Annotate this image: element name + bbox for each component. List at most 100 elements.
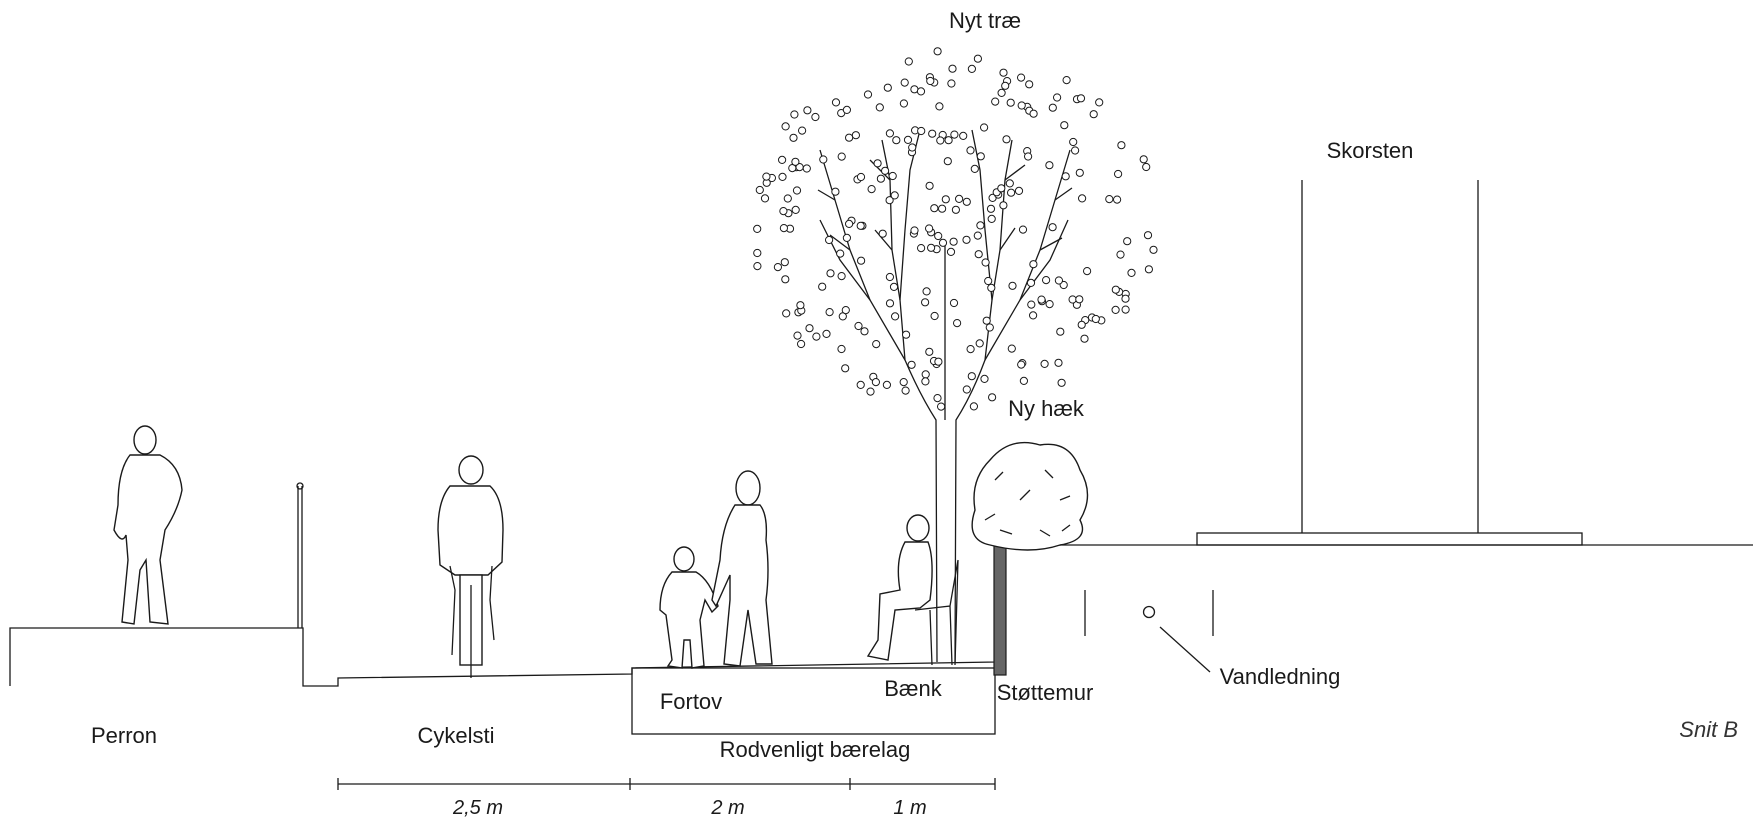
leaf-mark bbox=[866, 387, 875, 396]
leaf-mark bbox=[1029, 109, 1038, 118]
leaf-mark bbox=[873, 159, 882, 168]
leaf-mark bbox=[949, 237, 958, 246]
leaf-mark bbox=[888, 171, 897, 181]
seated-person-on-bench bbox=[866, 514, 959, 666]
leaf-mark bbox=[760, 194, 770, 203]
platform-bollard bbox=[296, 482, 304, 628]
leaf-mark bbox=[1018, 225, 1028, 234]
leaf-mark bbox=[927, 243, 936, 252]
leaf-mark bbox=[930, 311, 939, 321]
leaf-mark bbox=[991, 97, 1000, 106]
water-pipe bbox=[1084, 590, 1214, 673]
leaf-mark bbox=[951, 205, 961, 214]
leaf-mark bbox=[1029, 311, 1038, 320]
leaf-mark bbox=[857, 256, 866, 265]
person-on-platform bbox=[113, 425, 183, 625]
leaf-mark bbox=[981, 258, 990, 267]
leaf-mark bbox=[999, 201, 1008, 210]
cyclist bbox=[437, 455, 504, 678]
label-water-pipe: Vandledning bbox=[1220, 664, 1341, 689]
leaf-mark bbox=[955, 194, 964, 203]
label-bike-path: Cykelsti bbox=[417, 723, 494, 748]
leaf-mark bbox=[1089, 110, 1098, 119]
leaf-mark bbox=[1014, 186, 1024, 195]
leaf-mark bbox=[1007, 344, 1016, 353]
leaf-mark bbox=[811, 112, 820, 122]
leaf-mark bbox=[837, 272, 846, 281]
leaf-mark bbox=[1121, 294, 1130, 303]
leaf-mark bbox=[780, 258, 789, 267]
leaf-mark bbox=[899, 99, 909, 108]
leaf-mark bbox=[845, 133, 854, 142]
tree-foliage bbox=[753, 47, 1158, 411]
leaf-mark bbox=[1080, 334, 1089, 343]
leaf-mark bbox=[934, 357, 943, 366]
leaf-mark bbox=[803, 106, 812, 115]
leaf-mark bbox=[986, 204, 996, 213]
leaf-mark bbox=[885, 129, 895, 138]
leaf-mark bbox=[1053, 93, 1062, 102]
leaf-mark bbox=[1017, 73, 1026, 82]
leaf-mark bbox=[902, 330, 911, 339]
label-chimney: Skorsten bbox=[1327, 138, 1414, 163]
dimension-label-3: 1 m bbox=[893, 797, 926, 819]
leaf-mark bbox=[753, 262, 762, 271]
leaf-mark bbox=[779, 207, 788, 216]
leaf-mark bbox=[937, 402, 946, 411]
leaf-mark bbox=[1019, 376, 1029, 385]
leaf-mark bbox=[985, 323, 994, 332]
leaf-mark bbox=[1127, 268, 1136, 277]
leaf-mark bbox=[1061, 172, 1070, 181]
leaf-mark bbox=[881, 166, 890, 175]
leaf-mark bbox=[882, 380, 892, 389]
leaf-mark bbox=[1139, 155, 1148, 164]
leaf-mark bbox=[933, 394, 942, 403]
leaf-mark bbox=[871, 378, 881, 387]
leaf-mark bbox=[1069, 137, 1078, 147]
leaf-mark bbox=[1008, 281, 1017, 290]
leaf-mark bbox=[969, 402, 979, 411]
leaf-mark bbox=[928, 129, 937, 138]
leaf-mark bbox=[1048, 223, 1057, 232]
leaf-mark bbox=[982, 316, 991, 325]
leaf-mark bbox=[903, 135, 913, 144]
leaf-mark bbox=[984, 276, 993, 286]
leaf-mark bbox=[967, 64, 977, 74]
leaf-mark bbox=[819, 155, 828, 164]
leaf-mark bbox=[975, 339, 984, 348]
leaf-mark bbox=[1095, 98, 1104, 107]
leaf-mark bbox=[841, 306, 850, 315]
leaf-mark bbox=[974, 250, 983, 259]
leaf-mark bbox=[831, 98, 841, 107]
leaf-mark bbox=[999, 68, 1008, 77]
leaf-mark bbox=[796, 301, 805, 310]
label-sidewalk: Fortov bbox=[660, 689, 722, 714]
retaining-wall bbox=[993, 544, 1007, 676]
parent-and-child bbox=[659, 470, 773, 669]
leaf-mark bbox=[950, 130, 959, 139]
leaf-mark bbox=[1143, 231, 1153, 240]
leaf-mark bbox=[885, 272, 895, 282]
leaf-mark bbox=[1068, 295, 1077, 304]
leaf-mark bbox=[856, 172, 866, 182]
leaf-mark bbox=[867, 185, 876, 194]
leaf-mark bbox=[851, 131, 861, 140]
leaf-mark bbox=[966, 146, 975, 155]
leaf-mark bbox=[1005, 179, 1014, 188]
leaf-mark bbox=[1054, 358, 1063, 367]
leaf-mark bbox=[842, 105, 852, 115]
leaf-mark bbox=[1105, 195, 1114, 204]
leaf-mark bbox=[987, 214, 996, 223]
label-tree: Nyt træ bbox=[949, 8, 1021, 33]
leaf-mark bbox=[1027, 300, 1036, 309]
leaf-mark bbox=[1091, 314, 1100, 324]
leaf-mark bbox=[921, 298, 930, 307]
leaf-mark bbox=[837, 152, 846, 161]
leaf-mark bbox=[1142, 162, 1151, 172]
leaf-mark bbox=[962, 197, 971, 206]
leaf-mark bbox=[922, 287, 931, 296]
leaf-mark bbox=[762, 172, 771, 181]
leaf-mark bbox=[921, 377, 930, 386]
leaf-mark bbox=[802, 164, 811, 173]
